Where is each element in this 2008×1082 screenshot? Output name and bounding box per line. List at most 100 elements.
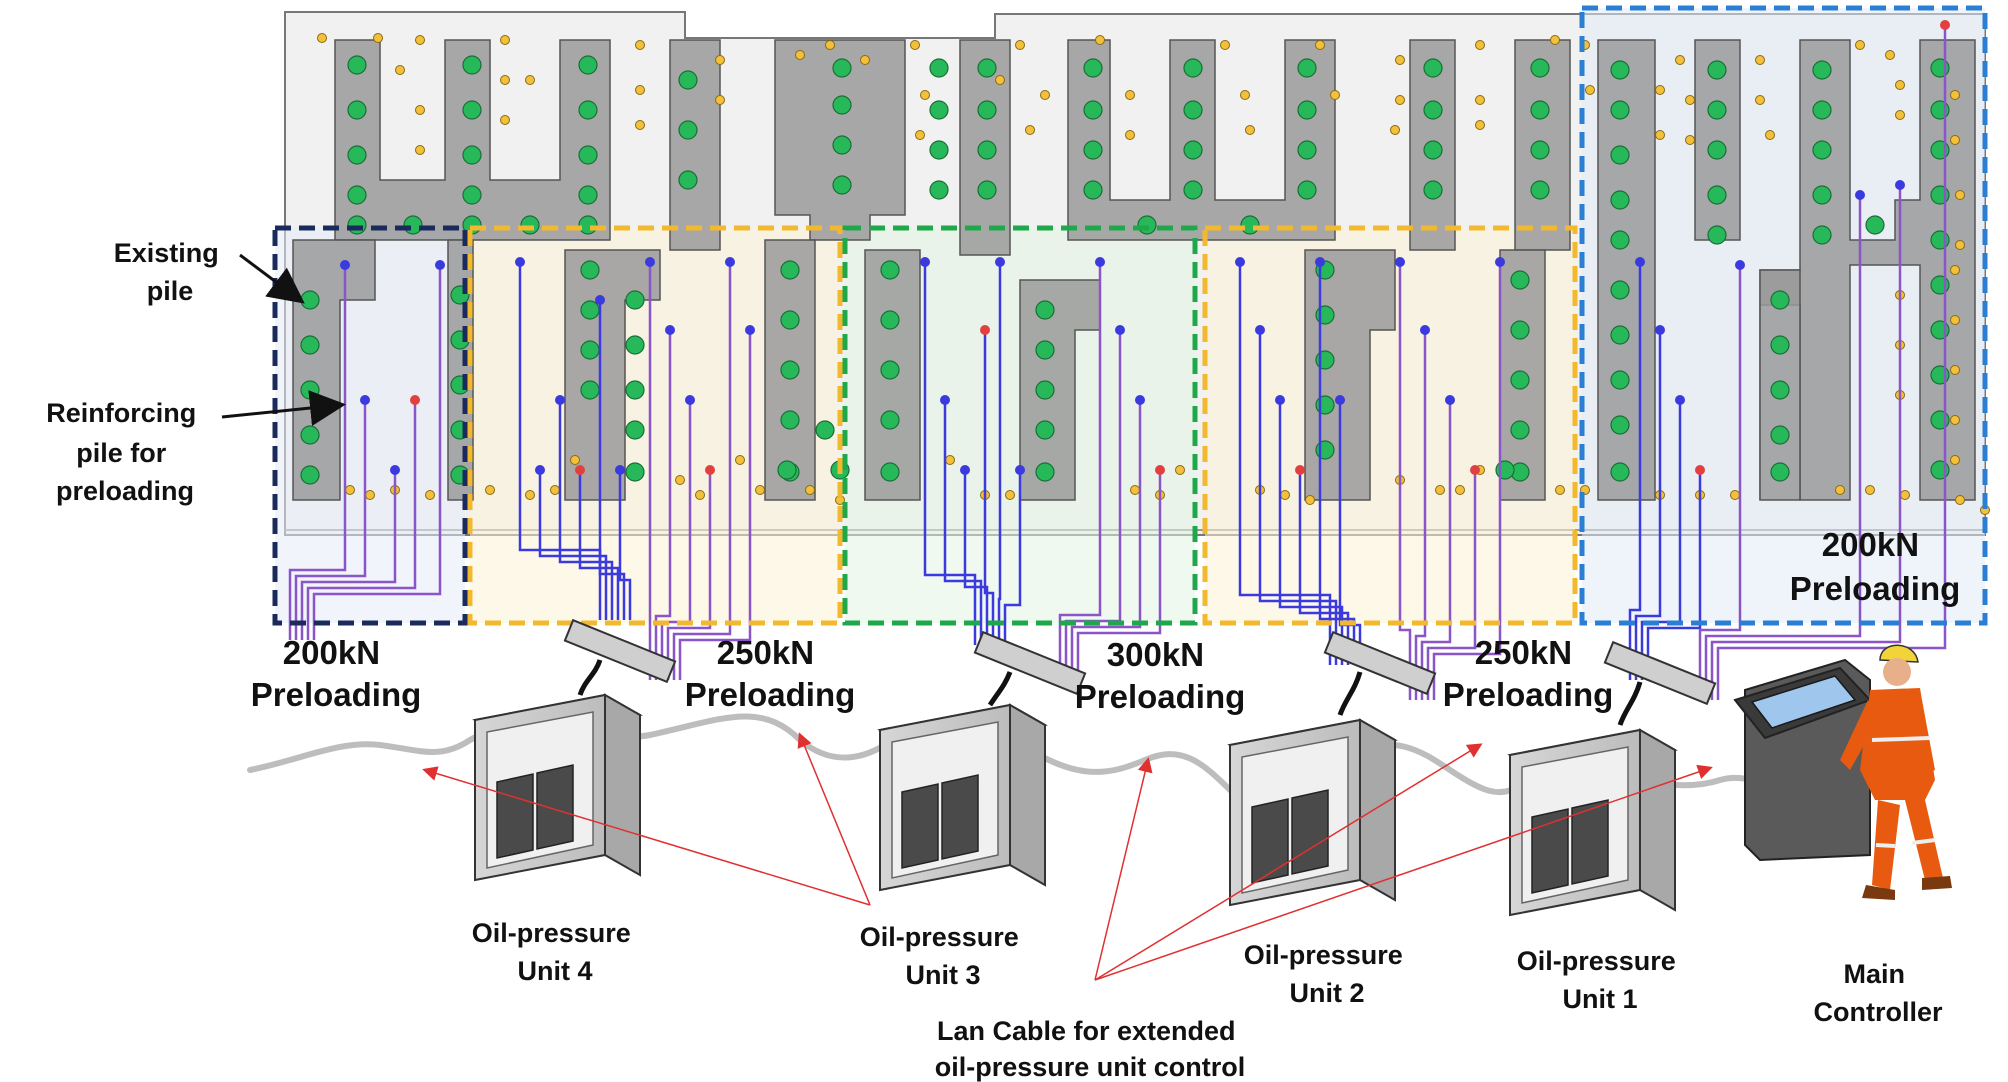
existing-pile bbox=[1930, 100, 1950, 120]
reinforcing-pile-label: Reinforcing pile for preloading bbox=[46, 398, 204, 506]
reinforcing-pile bbox=[1470, 465, 1480, 475]
existing-pile bbox=[403, 215, 423, 235]
existing-pile bbox=[832, 95, 852, 115]
existing-pile bbox=[1315, 440, 1335, 460]
reinforcing-pile bbox=[995, 257, 1005, 267]
hydraulic-line bbox=[538, 470, 608, 620]
existing-pile bbox=[977, 180, 997, 200]
reinforcing-pile bbox=[705, 465, 715, 475]
existing-pile bbox=[880, 462, 900, 482]
reinforcing-pile bbox=[1855, 190, 1865, 200]
small-pile bbox=[1040, 90, 1050, 100]
existing-pile bbox=[880, 260, 900, 280]
existing-pile bbox=[880, 310, 900, 330]
existing-pile bbox=[578, 145, 598, 165]
existing-pile bbox=[780, 310, 800, 330]
existing-pile bbox=[1297, 100, 1317, 120]
oil-pressure-unit-1 bbox=[1507, 728, 1678, 917]
existing-pile bbox=[1610, 60, 1630, 80]
zone-boxes bbox=[272, 5, 1988, 626]
existing-pile bbox=[1930, 230, 1950, 250]
reinforcing-pile bbox=[645, 257, 655, 267]
reinforcing-pile bbox=[920, 257, 930, 267]
hydraulic-line bbox=[558, 400, 614, 620]
existing-pile bbox=[347, 55, 367, 75]
reinforcing-pile bbox=[1635, 257, 1645, 267]
existing-pile bbox=[1530, 140, 1550, 160]
hydraulic-line bbox=[660, 400, 692, 680]
small-pile bbox=[1655, 130, 1665, 140]
reinforcing-pile bbox=[940, 395, 950, 405]
reinforcing-pile bbox=[1420, 325, 1430, 335]
small-pile bbox=[1220, 40, 1230, 50]
existing-pile bbox=[347, 145, 367, 165]
small-pile bbox=[1950, 90, 1960, 100]
small-pile bbox=[415, 35, 425, 45]
small-pile bbox=[1835, 485, 1845, 495]
existing-pile bbox=[347, 100, 367, 120]
reinforcing-pile bbox=[1255, 325, 1265, 335]
hydraulic-line bbox=[678, 330, 752, 680]
reinforcing-pile bbox=[435, 260, 445, 270]
small-pile bbox=[695, 490, 705, 500]
existing-pile bbox=[1610, 370, 1630, 390]
existing-pile bbox=[1083, 180, 1103, 200]
existing-pile bbox=[578, 100, 598, 120]
small-pile bbox=[1095, 35, 1105, 45]
reinforcing-pile bbox=[1115, 325, 1125, 335]
manifold-unit-3 bbox=[973, 630, 1087, 696]
reinforcing-pile bbox=[595, 295, 605, 305]
oil-pressure-unit-4 bbox=[472, 693, 643, 882]
reinforcing-pile bbox=[1015, 465, 1025, 475]
reinforcing-pile-arrow bbox=[221, 390, 346, 426]
reinforcing-pile bbox=[390, 465, 400, 475]
small-pile bbox=[1005, 490, 1015, 500]
existing-pile bbox=[1707, 225, 1727, 245]
small-pile bbox=[1955, 495, 1965, 505]
hydraulic-line-layer bbox=[288, 20, 1950, 700]
existing-pile bbox=[580, 340, 600, 360]
existing-pile bbox=[300, 465, 320, 485]
small-pile bbox=[1015, 40, 1025, 50]
existing-pile bbox=[1610, 280, 1630, 300]
existing-pile bbox=[977, 58, 997, 78]
existing-pile bbox=[1930, 275, 1950, 295]
reinforcing-pile bbox=[1135, 395, 1145, 405]
existing-pile bbox=[625, 462, 645, 482]
existing-pile bbox=[1083, 58, 1103, 78]
existing-pile bbox=[1423, 100, 1443, 120]
existing-pile bbox=[929, 58, 949, 78]
zone-1-label: 200kN Preloading bbox=[251, 634, 422, 713]
reinforcing-pile bbox=[960, 465, 970, 475]
existing-pile bbox=[678, 120, 698, 140]
small-pile bbox=[1475, 120, 1485, 130]
existing-pile bbox=[520, 215, 540, 235]
small-pile bbox=[1895, 110, 1905, 120]
existing-pile bbox=[625, 335, 645, 355]
small-pile bbox=[395, 65, 405, 75]
reinforcing-pile bbox=[535, 465, 545, 475]
existing-pile bbox=[1183, 140, 1203, 160]
small-pile bbox=[345, 485, 355, 495]
small-pile bbox=[1330, 90, 1340, 100]
existing-pile bbox=[300, 425, 320, 445]
existing-pile bbox=[1297, 180, 1317, 200]
small-pile bbox=[425, 490, 435, 500]
small-pile bbox=[920, 90, 930, 100]
existing-pile bbox=[580, 380, 600, 400]
existing-pile bbox=[462, 145, 482, 165]
small-pile bbox=[735, 455, 745, 465]
zone-box-5 bbox=[1579, 5, 1988, 626]
small-pile bbox=[715, 95, 725, 105]
existing-pile bbox=[977, 100, 997, 120]
hydraulic-line bbox=[963, 470, 989, 645]
existing-pile bbox=[832, 135, 852, 155]
small-pile bbox=[825, 40, 835, 50]
hydraulic-line bbox=[1003, 470, 1022, 645]
small-pile bbox=[1435, 485, 1445, 495]
existing-pile bbox=[578, 55, 598, 75]
existing-pile bbox=[1083, 140, 1103, 160]
hydraulic-line bbox=[312, 265, 442, 640]
main-controller-console bbox=[1733, 658, 1872, 862]
existing-pile bbox=[1610, 145, 1630, 165]
